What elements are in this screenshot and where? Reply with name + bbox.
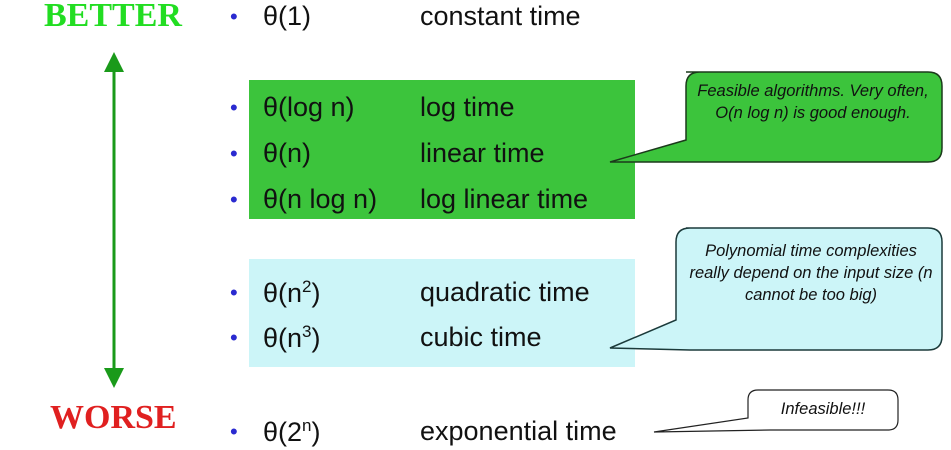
notation-end: ) xyxy=(311,278,321,308)
description: linear time xyxy=(420,138,545,168)
bullet: • xyxy=(230,325,238,350)
arrow-down-head xyxy=(104,368,124,388)
arrow-up-head xyxy=(104,52,124,72)
feasible-callout-text: Feasible algorithms. Very often, O(n log… xyxy=(697,82,929,122)
notation: θ(n) xyxy=(263,138,312,168)
polynomial-callout-shape xyxy=(609,227,943,351)
notation: θ(n log n) xyxy=(263,184,378,214)
bullet: • xyxy=(230,4,238,29)
description: cubic time xyxy=(420,322,542,352)
description: constant time xyxy=(420,1,581,31)
polynomial-band xyxy=(249,259,635,367)
notation-end: ) xyxy=(311,323,321,353)
notation: θ(1) xyxy=(263,1,312,31)
notation-base: θ(n xyxy=(263,323,303,353)
description: log time xyxy=(420,92,515,122)
notation: θ(n2) xyxy=(263,277,321,308)
notation-end: ) xyxy=(311,417,321,447)
notation: θ(2n) xyxy=(263,416,321,447)
bullet: • xyxy=(230,187,238,212)
notation-base: θ(2 xyxy=(263,417,303,447)
feasible-band xyxy=(249,80,635,219)
bullet: • xyxy=(230,419,238,444)
notation: θ(n3) xyxy=(263,322,321,353)
feasible-callout-shape xyxy=(609,71,943,163)
bullet: • xyxy=(230,141,238,166)
infeasible-callout-shape xyxy=(653,389,899,433)
notation-exponent: 2 xyxy=(302,277,312,296)
bullet: • xyxy=(230,280,238,305)
notation-exponent: 3 xyxy=(302,322,312,341)
description: quadratic time xyxy=(420,277,590,307)
description: exponential time xyxy=(420,416,617,446)
notation: θ(log n) xyxy=(263,92,355,122)
bullet: • xyxy=(230,95,238,120)
notation-base: θ(n xyxy=(263,278,303,308)
notation-exponent: n xyxy=(302,416,312,435)
polynomial-callout-text: Polynomial time complexities really depe… xyxy=(689,242,933,304)
description: log linear time xyxy=(420,184,589,214)
infeasible-callout-text: Infeasible!!! xyxy=(780,400,866,418)
better-label: BETTER xyxy=(44,0,182,34)
worse-label: WORSE xyxy=(50,399,177,436)
